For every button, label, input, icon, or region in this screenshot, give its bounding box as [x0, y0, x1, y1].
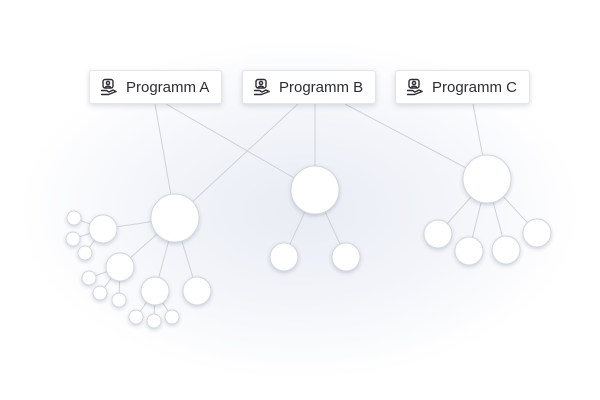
network-node [77, 245, 93, 261]
program-b-label: Programm B [279, 78, 364, 96]
network-node [454, 236, 484, 266]
program-link-line [344, 103, 488, 180]
network-node [290, 165, 340, 215]
network-node [491, 235, 521, 265]
network-node [81, 270, 97, 286]
network-node [269, 242, 299, 272]
network-node [105, 252, 135, 282]
network-node [88, 214, 118, 244]
person-in-hand-icon [253, 78, 271, 96]
network-node [92, 285, 108, 301]
network-node [146, 313, 162, 329]
network-node [522, 218, 552, 248]
network-node [423, 219, 453, 249]
network-node [111, 292, 127, 308]
person-in-hand-icon [406, 78, 424, 96]
network-node [331, 242, 361, 272]
program-a-box[interactable]: Programm A [89, 70, 223, 104]
program-b-box[interactable]: Programm B [242, 70, 377, 104]
program-c-label: Programm C [432, 78, 518, 96]
network-node [164, 309, 180, 325]
program-c-box[interactable]: Programm C [395, 70, 531, 104]
network-node [128, 309, 144, 325]
program-a-label: Programm A [126, 78, 210, 96]
network-node [140, 276, 170, 306]
person-in-hand-icon [100, 78, 118, 96]
network-node [150, 193, 200, 243]
network-node [462, 154, 512, 204]
network-node [65, 231, 81, 247]
program-link-line [174, 103, 299, 219]
network-node [182, 276, 212, 306]
network-nodes [65, 154, 552, 329]
program-link-line [165, 103, 316, 191]
network-node [66, 210, 82, 226]
